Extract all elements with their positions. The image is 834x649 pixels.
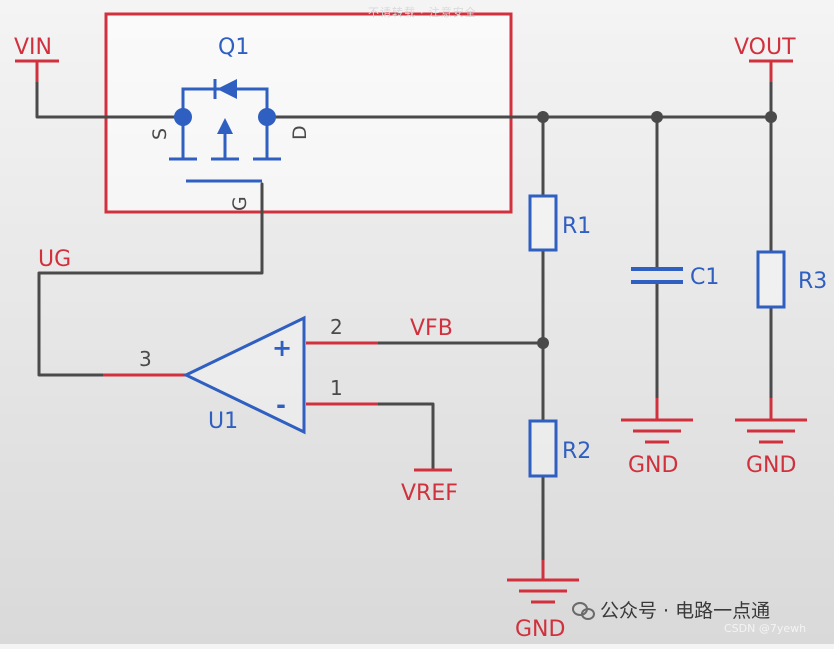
pin-label-d: D (289, 125, 311, 140)
ground-stubs (541, 398, 773, 580)
ref-label-q1: Q1 (218, 35, 249, 60)
csdn-credit: CSDN @7yewh (724, 622, 807, 635)
junction-dots (537, 111, 777, 349)
net-label-vfb: VFB (410, 316, 453, 341)
ground-symbol-r2 (507, 578, 579, 604)
ref-label-c1: C1 (690, 265, 719, 290)
resistors (528, 194, 786, 478)
ref-label-r2: R2 (562, 439, 591, 464)
ref-label-r3: R3 (798, 269, 827, 294)
opamp-minus-sign: - (276, 391, 286, 419)
resistor-r1 (528, 194, 558, 252)
ground-symbol-r3 (735, 418, 807, 444)
net-stubs (15, 59, 793, 472)
net-label-gnd-r3: GND (746, 453, 796, 478)
wechat-icon (572, 601, 595, 620)
pin-label-g: G (229, 196, 251, 211)
opamp-u1 (182, 315, 306, 435)
net-label-vout: VOUT (734, 35, 796, 60)
ref-label-u1: U1 (208, 409, 238, 434)
top-watermark: 不请转载 · 注意安全 (368, 7, 477, 19)
watermark-text: 公众号 · 电路一点通 (600, 600, 771, 622)
capacitor-c1 (631, 267, 683, 284)
pin-label-s: S (149, 128, 171, 140)
net-label-gnd-c1: GND (628, 453, 678, 478)
opamp-plus-sign: + (272, 334, 292, 362)
pin-number-3: 3 (139, 347, 152, 371)
ref-label-r1: R1 (562, 214, 591, 239)
net-label-gnd-r2: GND (515, 617, 565, 642)
resistor-r2 (528, 419, 558, 478)
ground-symbol-c1 (621, 418, 693, 444)
pin-number-1: 1 (330, 376, 343, 400)
mosfet-q1-fills (174, 79, 276, 134)
net-label-vin: VIN (14, 35, 52, 60)
resistor-r3 (756, 250, 786, 309)
net-label-vref: VREF (401, 481, 458, 506)
net-label-ug: UG (38, 247, 71, 272)
pin-number-2: 2 (330, 315, 343, 339)
mosfet-highlight-box (104, 12, 513, 214)
wires (35, 80, 773, 580)
wechat-watermark: 公众号 · 电路一点通 (572, 596, 770, 623)
